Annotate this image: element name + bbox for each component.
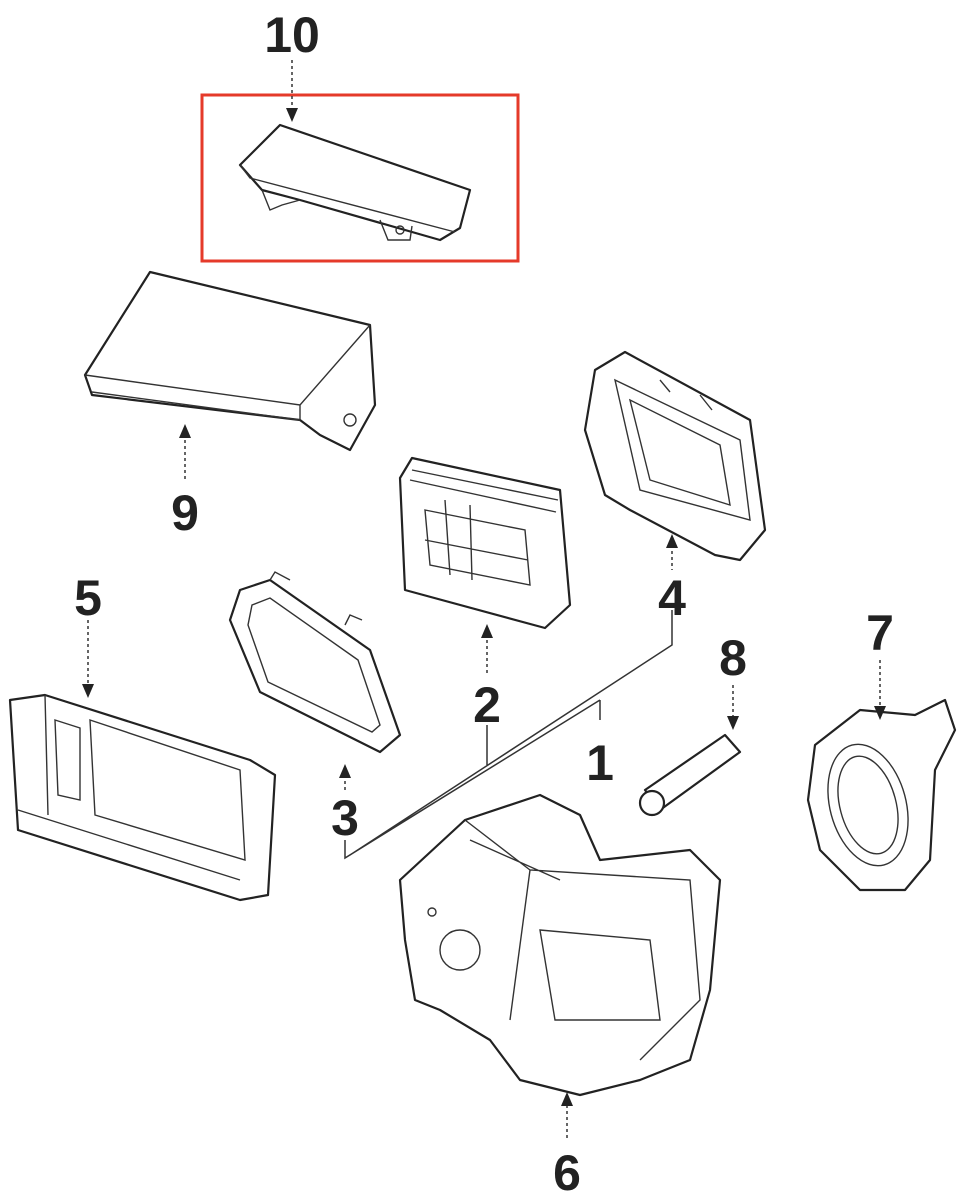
callout-2: 2 <box>473 677 501 733</box>
part-10-cover[interactable] <box>238 123 472 242</box>
part-8-bolt[interactable] <box>638 733 742 817</box>
part-7-socket[interactable] <box>806 698 957 892</box>
arrow-10 <box>286 108 298 122</box>
callout-7: 7 <box>866 605 894 661</box>
callout-5: 5 <box>74 570 102 626</box>
part-9-lid[interactable] <box>83 270 377 452</box>
highlight-box <box>200 93 520 263</box>
part-4-housing[interactable] <box>583 350 767 562</box>
callout-9: 9 <box>171 485 199 541</box>
callout-8: 8 <box>719 630 747 686</box>
callout-3: 3 <box>331 790 359 846</box>
callout-1: 1 <box>586 735 614 791</box>
part-6-mount[interactable] <box>398 793 722 1097</box>
callout-6: 6 <box>553 1145 581 1200</box>
callout-4: 4 <box>658 570 686 626</box>
part-2-headlamp[interactable] <box>398 456 572 630</box>
part-3-bezel[interactable] <box>228 571 402 754</box>
callout-10: 10 <box>264 7 320 63</box>
part-5-bracket[interactable] <box>8 693 277 902</box>
